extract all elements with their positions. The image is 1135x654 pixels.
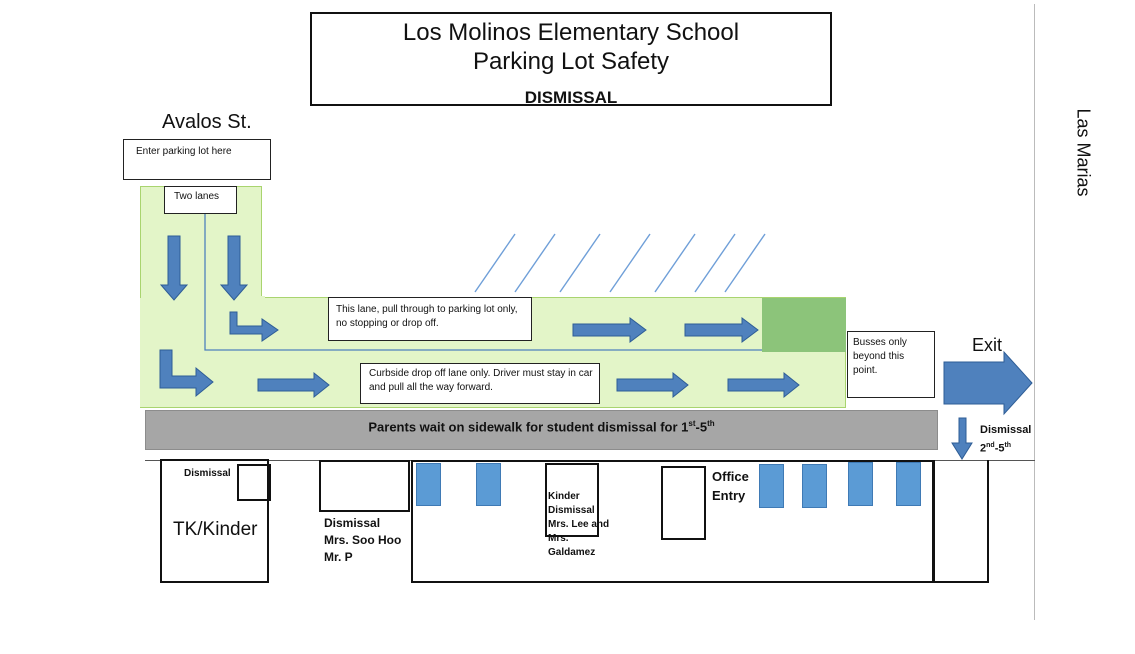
two-lanes-note: Two lanes	[164, 186, 237, 214]
kinder-line1: Kinder	[548, 491, 580, 502]
office-line2: Entry	[712, 488, 746, 503]
right-dismissal-sup-nd: nd	[986, 442, 995, 449]
dismissal-heading: DISMISSAL	[524, 88, 618, 107]
window-4	[802, 464, 827, 508]
down-arrow-right	[219, 235, 249, 301]
office-line1: Office	[712, 469, 749, 484]
right-building	[933, 460, 989, 583]
turn-arrow-upper	[229, 311, 279, 342]
soo-hoo-line3: Mr. P	[324, 550, 353, 564]
exit-arrow	[943, 350, 1033, 416]
right-dismissal-line2: 2nd-5th	[980, 438, 1031, 457]
office-entry-label: Office Entry	[712, 467, 749, 505]
kinder-line2: Dismissal	[548, 505, 595, 516]
kinder-dismissal-label: Kinder Dismissal Mrs. Lee and Mrs. Galda…	[548, 490, 609, 560]
enter-lot-text: Enter parking lot here	[136, 146, 232, 157]
soo-hoo-line2: Mrs. Soo Hoo	[324, 533, 402, 547]
window-3	[759, 464, 784, 508]
title-line-2: Parking Lot Safety	[472, 48, 670, 75]
right-dismissal-2: 2	[980, 442, 987, 455]
window-6	[896, 462, 921, 506]
turn-arrow-lower	[159, 349, 214, 398]
avalos-street-label: Avalos St.	[162, 111, 252, 133]
busses-note: Busses only beyond this point.	[847, 331, 935, 398]
las-marias-street-line	[1034, 4, 1035, 620]
kinder-line5: Galdamez	[548, 547, 596, 558]
right-dismissal-5: -5	[994, 442, 1005, 455]
sidewalk-text-2: -5	[695, 419, 708, 435]
right-arrow-lower-1	[257, 371, 330, 399]
right-arrow-upper-1	[572, 317, 647, 343]
soo-hoo-line1: Dismissal	[324, 516, 381, 530]
bus-zone	[762, 298, 846, 352]
curbside-text: Curbside drop off lane only. Driver must…	[369, 368, 593, 393]
sidewalk-text: Parents wait on sidewalk for student dis…	[368, 419, 689, 435]
title-line-1: Los Molinos Elementary School	[402, 19, 740, 46]
right-arrow-lower-3	[727, 371, 800, 399]
curbside-note: Curbside drop off lane only. Driver must…	[360, 363, 600, 404]
upper-lane-text: This lane, pull through to parking lot o…	[336, 304, 518, 329]
soo-hoo-door	[319, 460, 410, 512]
busses-text: Busses only beyond this point.	[853, 337, 907, 376]
right-dismissal-label: Dismissal 2nd-5th	[980, 422, 1031, 457]
right-arrow-lower-2	[616, 371, 689, 399]
window-2	[476, 463, 501, 506]
right-dismissal-line1: Dismissal	[980, 424, 1032, 436]
dismissal-down-arrow	[951, 417, 973, 460]
kinder-dismissal-door	[545, 463, 599, 537]
right-dismissal-sup-th: th	[1004, 442, 1012, 449]
sidewalk-sup-2: th	[707, 419, 715, 428]
kinder-line3: Mrs. Lee and	[548, 519, 610, 530]
office-entry-door	[661, 466, 706, 540]
soo-hoo-label: Dismissal Mrs. Soo Hoo Mr. P	[324, 515, 401, 566]
sidewalk-sup-1: st	[688, 419, 696, 428]
kinder-line4: Mrs.	[548, 533, 569, 544]
two-lanes-text: Two lanes	[174, 191, 220, 202]
enter-lot-note: Enter parking lot here	[123, 139, 271, 180]
parking-stripes	[474, 233, 766, 293]
tk-dismissal-label: Dismissal	[184, 468, 231, 479]
right-arrow-upper-2	[684, 317, 759, 343]
tk-kinder-label: TK/Kinder	[173, 519, 258, 540]
direction-arrows	[159, 235, 1033, 460]
tk-kinder-building: Dismissal TK/Kinder	[160, 459, 269, 583]
down-arrow-left	[159, 235, 189, 301]
lane-divider-line	[204, 214, 762, 351]
exit-label: Exit	[972, 335, 1003, 355]
upper-lane-note: This lane, pull through to parking lot o…	[328, 297, 532, 341]
title-box: Los Molinos Elementary School Parking Lo…	[310, 12, 832, 107]
tk-dismissal-door	[237, 464, 271, 501]
window-5	[848, 462, 873, 506]
window-1	[416, 463, 441, 506]
sidewalk: Parents wait on sidewalk for student dis…	[145, 410, 938, 450]
